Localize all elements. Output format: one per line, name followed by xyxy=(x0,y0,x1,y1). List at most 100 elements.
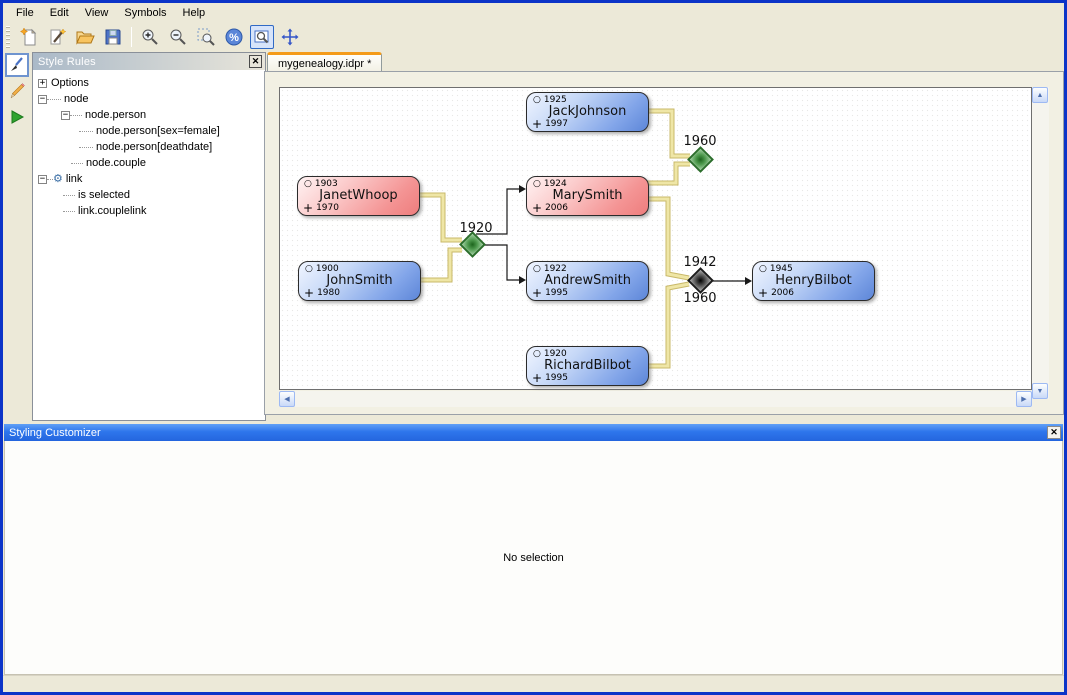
person-name: JackJohnson xyxy=(548,104,627,119)
save-icon xyxy=(105,29,121,45)
couple-link[interactable] xyxy=(645,196,690,281)
marriage-year-label[interactable]: 1942 xyxy=(683,255,717,270)
tree-item-node[interactable]: − node xyxy=(38,93,89,105)
overview-icon xyxy=(254,30,269,44)
toolbar-grip[interactable] xyxy=(6,26,10,48)
couple-link[interactable] xyxy=(645,108,690,159)
style-rules-close-button[interactable]: ✕ xyxy=(249,55,262,68)
marriage-year-label[interactable]: 1960 xyxy=(683,291,717,306)
tree-connector xyxy=(71,162,83,164)
couple-link[interactable] xyxy=(419,247,462,283)
person-node-henrybilbot[interactable]: ○1945 HenryBilbot +2006 xyxy=(752,261,875,301)
arrowhead-icon xyxy=(519,276,526,284)
status-strip xyxy=(3,675,1064,692)
birth-icon: ○ xyxy=(533,349,541,359)
run-button[interactable] xyxy=(5,105,29,129)
run-icon xyxy=(11,110,25,124)
birth-icon: ○ xyxy=(305,264,313,274)
zoom-out-button[interactable] xyxy=(166,25,190,49)
menu-help[interactable]: Help xyxy=(182,7,206,19)
person-name: MarySmith xyxy=(552,188,623,203)
child-link[interactable] xyxy=(483,244,526,284)
person-node-janetwhoop[interactable]: ○1903 JanetWhoop +1970 xyxy=(297,176,420,216)
person-name: HenryBilbot xyxy=(775,273,852,288)
tree-connector xyxy=(47,178,53,180)
edit-wand-button[interactable] xyxy=(45,25,69,49)
new-document-button[interactable] xyxy=(17,25,41,49)
scroll-down-icon[interactable]: ▼ xyxy=(1032,383,1048,399)
death-icon: + xyxy=(532,285,543,300)
zoom-in-button[interactable] xyxy=(138,25,162,49)
style-brush-button[interactable] xyxy=(5,53,29,77)
child-link[interactable] xyxy=(476,185,526,235)
couple-link[interactable] xyxy=(645,161,690,186)
style-rules-title: Style Rules xyxy=(38,55,96,68)
person-node-jackjohnson[interactable]: ○1925 JackJohnson +1997 xyxy=(526,92,649,132)
save-button[interactable] xyxy=(101,25,125,49)
scroll-right-icon[interactable]: ▶ xyxy=(1016,391,1032,407)
person-node-johnsmith[interactable]: ○1900 JohnSmith +1980 xyxy=(298,261,421,301)
tree-item-node-person[interactable]: − node.person xyxy=(61,109,147,121)
styling-customizer-close-button[interactable]: ✕ xyxy=(1047,426,1061,439)
marriage-year-label[interactable]: 1960 xyxy=(683,134,717,149)
zoom-area-button[interactable] xyxy=(194,25,218,49)
tree-connector xyxy=(63,210,75,212)
expand-icon[interactable]: + xyxy=(38,77,47,88)
gear-icon: ⚙ xyxy=(53,172,63,185)
menu-file[interactable]: File xyxy=(16,7,34,19)
styling-customizer-title: Styling Customizer xyxy=(9,426,101,439)
styling-customizer-titlebar[interactable]: Styling Customizer ✕ xyxy=(4,424,1063,441)
open-file-button[interactable] xyxy=(73,25,97,49)
style-rules-titlebar[interactable]: Style Rules ✕ xyxy=(33,53,265,70)
menu-edit[interactable]: Edit xyxy=(49,7,69,19)
collapse-icon[interactable]: − xyxy=(38,93,47,104)
link-layer xyxy=(418,108,752,369)
tree-item-link[interactable]: − ⚙ link xyxy=(38,172,83,185)
menu-view[interactable]: View xyxy=(84,7,109,19)
zoom-out-icon xyxy=(170,29,186,45)
person-name: JanetWhoop xyxy=(319,188,398,203)
tree-item-node-person-deathdate[interactable]: node.person[deathdate] xyxy=(33,139,265,155)
tree-item-is-selected[interactable]: is selected xyxy=(33,187,265,203)
diagram-canvas[interactable]: ○1925 JackJohnson +1997 ○1903 JanetWhoop… xyxy=(279,87,1032,390)
zoom-percent-button[interactable]: % xyxy=(222,25,246,49)
overview-button[interactable] xyxy=(250,25,274,49)
tree-item-node-couple[interactable]: node.couple xyxy=(33,155,265,171)
tree-item-node-person-female[interactable]: node.person[sex=female] xyxy=(33,123,265,139)
couple-link[interactable] xyxy=(645,281,690,369)
tab-mygenealogy[interactable]: mygenealogy.idpr * xyxy=(267,52,383,72)
death-icon: + xyxy=(758,285,769,300)
tree-item-options[interactable]: + Options xyxy=(38,77,89,89)
person-node-marysmith[interactable]: ○1924 MarySmith +2006 xyxy=(526,176,649,216)
collapse-icon[interactable]: − xyxy=(61,109,70,120)
death-icon: + xyxy=(304,285,315,300)
tree-connector xyxy=(70,114,82,116)
person-name: RichardBilbot xyxy=(544,358,631,373)
edit-pencil-button[interactable] xyxy=(5,79,29,103)
pan-button[interactable] xyxy=(278,25,302,49)
tree-item-link-couplelink[interactable]: link.couplelink xyxy=(33,203,265,219)
style-rules-panel: Style Rules ✕ + Options − node − node.pe… xyxy=(32,52,266,421)
menu-bar: File Edit View Symbols Help xyxy=(3,3,1064,23)
collapse-icon[interactable]: − xyxy=(38,173,47,184)
horizontal-scrollbar[interactable]: ◀ ▶ xyxy=(279,391,1032,407)
tree-connector xyxy=(79,146,93,148)
scroll-left-icon[interactable]: ◀ xyxy=(279,391,295,407)
birth-icon: ○ xyxy=(304,179,312,189)
couple-link[interactable] xyxy=(418,192,462,243)
menu-symbols[interactable]: Symbols xyxy=(124,7,167,19)
child-link[interactable] xyxy=(712,277,752,285)
person-node-andrewsmith[interactable]: ○1922 AndrewSmith +1995 xyxy=(526,261,649,301)
vertical-scrollbar[interactable]: ▲ ▼ xyxy=(1032,87,1049,399)
marriage-year-label[interactable]: 1920 xyxy=(459,221,493,236)
edit-wand-icon xyxy=(50,28,67,45)
tree-connector xyxy=(63,194,75,196)
arrowhead-icon xyxy=(745,277,752,285)
person-node-richardbilbot[interactable]: ○1920 RichardBilbot +1995 xyxy=(526,346,649,386)
zoom-area-icon xyxy=(197,28,215,46)
open-file-icon xyxy=(76,31,95,45)
percent-glyph: % xyxy=(229,32,239,44)
scroll-up-icon[interactable]: ▲ xyxy=(1032,87,1048,103)
zoom-in-icon xyxy=(142,29,158,45)
diagram-panel: ○1925 JackJohnson +1997 ○1903 JanetWhoop… xyxy=(264,71,1064,415)
